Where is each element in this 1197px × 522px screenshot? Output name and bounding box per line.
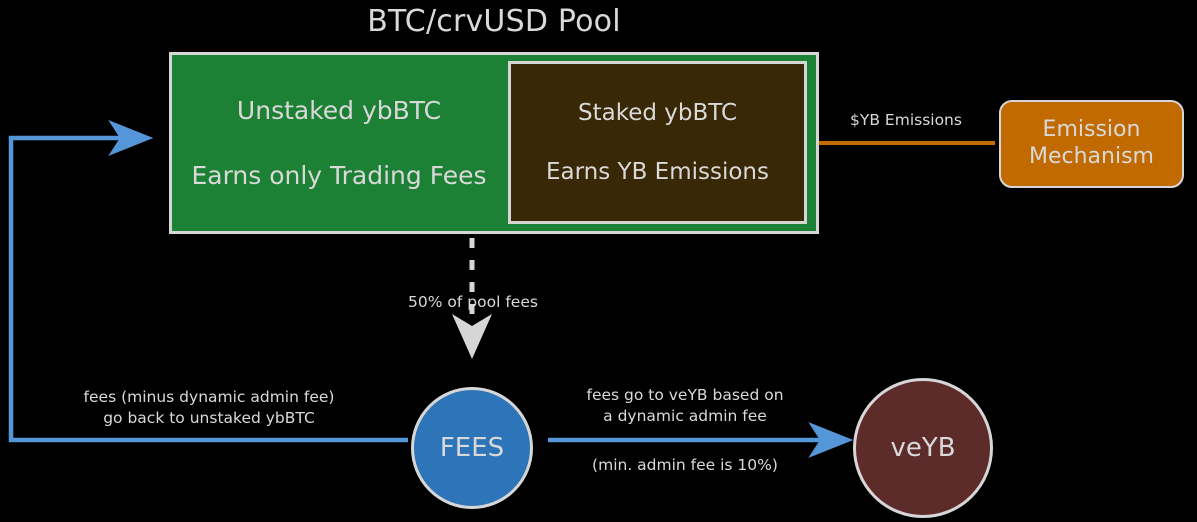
edge-label-to-veyb-line2: a dynamic admin fee [603, 406, 767, 425]
edge-label-to-veyb: fees go to veYB based on a dynamic admin… [560, 385, 810, 427]
staked-ybbtc-section: Staked ybBTC Earns YB Emissions [508, 61, 807, 224]
edge-label-pool-fees: 50% of pool fees [408, 293, 538, 311]
unstaked-subtext: Earns only Trading Fees [191, 161, 487, 190]
fees-node-label: FEES [439, 433, 505, 463]
fees-node: FEES [411, 387, 533, 509]
staked-subtext: Earns YB Emissions [545, 159, 769, 185]
edge-label-to-veyb-line1: fees go to veYB based on [586, 386, 784, 404]
staked-heading: Staked ybBTC [577, 100, 738, 126]
edge-label-fees-back: fees (minus dynamic admin fee) go back t… [44, 387, 374, 429]
unstaked-heading: Unstaked ybBTC [236, 96, 442, 125]
page-title: BTC/crvUSD Pool [367, 4, 621, 39]
veyb-node: veYB [853, 378, 993, 518]
emission-mechanism-node: Emission Mechanism [999, 100, 1184, 188]
edge-label-yb-emissions: $YB Emissions [850, 111, 962, 129]
emission-mechanism-label-line1: Emission [1042, 117, 1141, 143]
edge-label-min-admin-fee: (min. admin fee is 10%) [592, 456, 778, 474]
veyb-node-label: veYB [890, 433, 956, 463]
edge-label-fees-back-line1: fees (minus dynamic admin fee) [83, 388, 335, 406]
edge-label-fees-back-line2: go back to unstaked ybBTC [103, 408, 315, 427]
unstaked-ybbtc-section: Unstaked ybBTC Earns only Trading Fees [172, 55, 506, 231]
emission-mechanism-label-line2: Mechanism [1029, 144, 1154, 169]
